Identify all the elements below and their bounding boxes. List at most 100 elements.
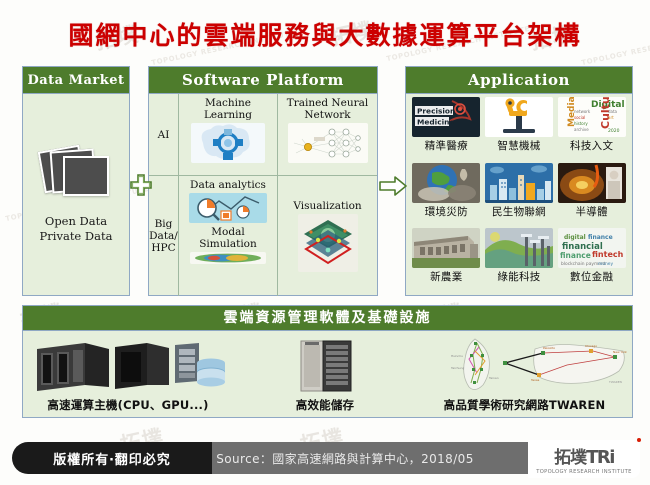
svg-text:Medicine: Medicine bbox=[417, 117, 454, 126]
documents-stack-icon bbox=[37, 144, 113, 202]
sp-row-label-ai: AI bbox=[149, 94, 179, 176]
agriculture-image bbox=[412, 228, 481, 269]
panel-data-market-header: Data Market bbox=[23, 67, 129, 94]
app-item-caption: 精準醫療 bbox=[424, 140, 468, 152]
svg-text:art: art bbox=[608, 115, 614, 120]
data-analytics-icon bbox=[189, 193, 267, 223]
sp-cell-title: Visualization bbox=[293, 200, 362, 212]
digital-finance-wordcloud-image: digital finance financial fintech financ… bbox=[557, 228, 626, 269]
svg-text:fintech: fintech bbox=[592, 250, 624, 259]
panel-infrastructure: 雲端資源管理軟體及基礎設施 bbox=[22, 305, 633, 418]
svg-text:social: social bbox=[574, 115, 585, 120]
svg-text:data: data bbox=[608, 109, 618, 114]
svg-text:blockchain payment: blockchain payment bbox=[561, 261, 606, 267]
app-item-iot: 民生物聯網 bbox=[483, 162, 556, 229]
svg-text:history: history bbox=[574, 121, 588, 126]
infra-item-compute: 高速運算主機(CPU、GPU...) bbox=[23, 331, 233, 417]
network-map-image: Hsinchu Taichung Tainan bbox=[417, 335, 632, 395]
earth-disaster-image bbox=[412, 162, 481, 203]
svg-text:Chicago: Chicago bbox=[585, 344, 597, 348]
svg-text:TWAREN: TWAREN bbox=[608, 380, 622, 384]
application-grid: Precision Medicine 精準醫療 bbox=[406, 94, 632, 296]
app-item-tech-humanities: Digital Cultural Media network social hi… bbox=[555, 97, 628, 163]
app-item-smart-machinery: 智慧機械 bbox=[483, 97, 556, 163]
svg-text:network: network bbox=[574, 109, 591, 114]
infrastructure-body: 高速運算主機(CPU、GPU...) bbox=[23, 331, 632, 417]
tri-logo-dot bbox=[637, 438, 641, 442]
infra-item-caption: 高品質學術研究網路TWAREN bbox=[443, 398, 606, 412]
svg-text:PaloAlto: PaloAlto bbox=[543, 346, 555, 350]
infra-item-network: Hsinchu Taichung Tainan bbox=[417, 331, 632, 417]
modal-simulation-icon bbox=[190, 252, 266, 264]
tri-logo-main: 拓墣 TRi bbox=[554, 438, 641, 468]
app-item-caption: 民生物聯網 bbox=[491, 205, 546, 218]
sp-row-label-bigdata-hpc: Big Data/ HPC bbox=[149, 176, 179, 296]
svg-text:Texas: Texas bbox=[530, 378, 540, 382]
page-title: 國網中心的雲端服務與大數據運算平台架構 bbox=[68, 21, 582, 50]
svg-text:digital: digital bbox=[564, 234, 586, 241]
robot-arm-image bbox=[484, 97, 553, 137]
source-banner: Source：國家高速網路與計算中心，2018/05 bbox=[150, 442, 540, 474]
svg-text:Tainan: Tainan bbox=[488, 376, 499, 380]
arrow-right-icon bbox=[379, 176, 407, 196]
svg-text:Cultural: Cultural bbox=[599, 97, 612, 129]
panel-data-market: Data Market Open Data Private Data bbox=[22, 66, 130, 296]
sp-cell-data-analytics: Data analytics Modal Simulation bbox=[179, 176, 278, 296]
smart-city-iot-image bbox=[484, 162, 553, 203]
app-item-semiconductor: 半導體 bbox=[555, 162, 628, 229]
digital-culture-wordcloud-image: Digital Cultural Media network social hi… bbox=[557, 97, 626, 137]
infra-item-storage: 高效能儲存 bbox=[233, 331, 417, 417]
neural-network-icon bbox=[287, 123, 368, 163]
data-market-label: Open Data Private Data bbox=[39, 214, 113, 243]
app-item-caption: 環境災防 bbox=[424, 205, 468, 218]
panel-software-platform: Software Platform AI Machine Learning bbox=[148, 66, 378, 296]
server-racks-image bbox=[23, 335, 233, 395]
sp-cell-title: Trained Neural Network bbox=[286, 97, 369, 121]
tri-logo-en: TRi bbox=[586, 447, 615, 468]
svg-text:Media: Media bbox=[567, 97, 577, 127]
sp-cell-title-2: Modal Simulation bbox=[199, 226, 257, 250]
svg-text:2020: 2020 bbox=[608, 128, 620, 134]
svg-text:finance: finance bbox=[560, 251, 591, 260]
software-platform-grid: AI Machine Learning Tr bbox=[149, 94, 377, 296]
svg-text:archive: archive bbox=[574, 127, 589, 132]
infra-item-caption: 高效能儲存 bbox=[295, 398, 355, 412]
svg-text:financial: financial bbox=[562, 242, 603, 252]
app-item-green-energy: 綠能科技 bbox=[483, 228, 556, 294]
document-shape bbox=[63, 156, 109, 196]
panel-infrastructure-header: 雲端資源管理軟體及基礎設施 bbox=[23, 306, 632, 331]
sp-cell-title: Data analytics bbox=[190, 179, 266, 191]
panel-software-platform-header: Software Platform bbox=[149, 67, 377, 94]
sp-cell-title: Machine Learning bbox=[203, 97, 253, 121]
app-item-caption: 數位金融 bbox=[570, 271, 614, 284]
svg-text:money: money bbox=[598, 262, 613, 267]
sp-cell-trained-neural-network: Trained Neural Network bbox=[278, 94, 377, 176]
app-item-caption: 新農業 bbox=[430, 271, 463, 284]
machine-learning-icon bbox=[191, 123, 265, 163]
app-item-caption: 綠能科技 bbox=[497, 271, 541, 284]
app-item-caption: 科技入文 bbox=[570, 140, 614, 152]
plus-icon bbox=[130, 174, 152, 196]
svg-text:New York: New York bbox=[613, 350, 627, 354]
sp-cell-machine-learning: Machine Learning bbox=[179, 94, 278, 176]
panel-data-market-body: Open Data Private Data bbox=[23, 94, 129, 296]
svg-text:Taichung: Taichung bbox=[450, 366, 464, 370]
svg-text:Digital: Digital bbox=[591, 100, 625, 110]
visualization-icon bbox=[297, 214, 358, 272]
sp-cell-visualization: Visualization bbox=[278, 176, 377, 296]
storage-cabinet-image bbox=[275, 335, 375, 395]
app-item-digital-finance: digital finance financial fintech financ… bbox=[555, 228, 628, 294]
app-item-precision-medicine: Precision Medicine 精準醫療 bbox=[410, 97, 483, 163]
tri-logo-cn: 拓墣 bbox=[554, 448, 587, 468]
green-energy-image bbox=[484, 228, 553, 269]
app-item-disaster-prevention: 環境災防 bbox=[410, 162, 483, 229]
semiconductor-image bbox=[557, 162, 626, 203]
footer: Source：國家高速網路與計算中心，2018/05 版權所有‧翻印必究 拓墣 … bbox=[0, 438, 650, 485]
tri-logo: 拓墣 TRi TOPOLOGY RESEARCH INSTITUTE bbox=[528, 438, 641, 478]
svg-text:finance: finance bbox=[588, 234, 613, 241]
app-item-caption: 半導體 bbox=[575, 205, 608, 218]
panel-application: Application Precision Medicine 精準醫療 bbox=[405, 66, 633, 296]
infra-item-caption: 高速運算主機(CPU、GPU...) bbox=[47, 398, 209, 412]
copyright-banner: 版權所有‧翻印必究 bbox=[12, 442, 212, 474]
